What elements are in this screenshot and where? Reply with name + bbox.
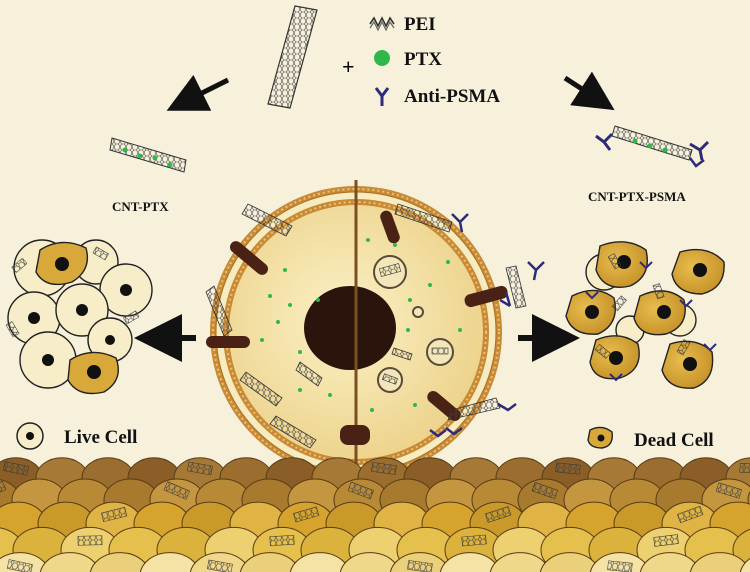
tissue-nanotube (555, 462, 581, 475)
tissue-nanotube (653, 534, 679, 547)
psma-receptors (206, 210, 508, 445)
tissue-nanotube (461, 534, 487, 547)
pei-label: PEI (404, 14, 436, 35)
tissue-nanotube (677, 505, 704, 524)
tissue-cell (739, 557, 750, 572)
tissue-nanotube (531, 481, 558, 499)
tissue-nanotube (187, 461, 213, 476)
tissue-cell (489, 552, 551, 572)
tissue-nanotube (347, 481, 374, 500)
plus-sign: + (342, 54, 355, 79)
tissue-nanotube (207, 559, 233, 572)
tissue-nanotube (6, 559, 33, 572)
ptx-drug-icon (374, 50, 390, 66)
tissue-nanotube (101, 506, 128, 523)
tissue-cell (339, 552, 401, 572)
tissue-cell (139, 552, 201, 572)
tissue-nanotube (607, 560, 633, 572)
tissue-nanotube (0, 480, 7, 500)
tissue-nanotube (2, 461, 29, 476)
tissue-cell (89, 552, 151, 572)
tissue-layer (0, 457, 750, 572)
tissue-cell (289, 552, 351, 572)
tissue-nanotube (269, 535, 295, 546)
tissue-cell (689, 552, 750, 572)
arrow-to-cnt-ptx (166, 74, 230, 111)
endosome-cargo (378, 263, 449, 385)
tissue-cell (39, 552, 101, 572)
live-cell-label: Live Cell (64, 427, 137, 448)
anti-psma-label: Anti-PSMA (404, 86, 500, 107)
tissue-nanotube (371, 462, 397, 475)
cnt-ptx-label: CNT-PTX (112, 199, 169, 214)
membrane-antibodies (429, 213, 545, 438)
live-cell-legend-icon (16, 422, 44, 450)
nanotube-icon (267, 5, 318, 109)
tissue-nanotube (163, 481, 190, 500)
live-cell-cluster (5, 239, 153, 395)
dead-cell-label: Dead Cell (634, 430, 714, 451)
tissue-cell (639, 552, 701, 572)
tissue-cell (239, 552, 301, 572)
antibody-icon (374, 87, 390, 106)
cell-nucleus (304, 286, 396, 370)
arrow-to-cnt-ptx-psma (563, 71, 615, 111)
cnt-ptx-psma-conjugate (595, 125, 710, 168)
tissue-nanotube (485, 506, 512, 523)
ptx-label: PTX (404, 49, 442, 70)
membrane-nanotubes (205, 203, 527, 449)
cnt-ptx-psma-label: CNT-PTX-PSMA (588, 189, 686, 204)
pei-polymer-icon (369, 16, 395, 32)
dead-cell-legend-icon (587, 426, 613, 449)
tissue-cell (539, 552, 601, 572)
dead-cell-cluster (565, 241, 725, 389)
tissue-nanotube (407, 560, 433, 572)
released-ptx (260, 238, 462, 412)
cnt-ptx-conjugate (109, 137, 187, 173)
tissue-nanotube (77, 535, 103, 546)
tissue-nanotube (739, 462, 750, 475)
tissue-nanotube (293, 506, 320, 523)
tissue-cell (439, 552, 501, 572)
tissue-nanotube (715, 482, 742, 499)
